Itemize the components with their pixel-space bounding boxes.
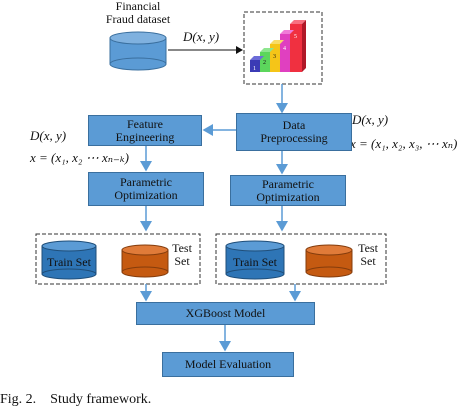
right-train-cylinder-icon: [225, 240, 285, 280]
model-evaluation-box: Model Evaluation: [162, 352, 294, 377]
right-test-label-line1: Test: [358, 241, 378, 255]
left-test-label-line2: Set: [174, 254, 190, 268]
right-test-label-line2: Set: [360, 254, 376, 268]
feature-engineering-box: Feature Engineering: [88, 115, 202, 146]
bar-label-4: 4: [283, 46, 286, 52]
figure-caption: Fig. 2. Study framework.: [0, 392, 152, 407]
right-test-set-label: Test Set: [354, 242, 382, 268]
left-test-set-label: Test Set: [168, 242, 196, 268]
dataset-cylinder-icon: [109, 31, 167, 71]
bar-label-5: 5: [294, 34, 297, 40]
parametric-optimization-left-box: Parametric Optimization: [88, 172, 204, 206]
bar-label-2: 2: [263, 60, 266, 66]
top-arrow-label: D(x, y): [183, 29, 220, 44]
left-test-label-line1: Test: [172, 241, 192, 255]
bar-label-3: 3: [273, 54, 276, 60]
dataset-title-line1: Financial: [115, 0, 161, 13]
right-train-set-label: Train Set: [233, 255, 277, 269]
left-set-group: [35, 233, 201, 285]
left-train-set-label: Train Set: [47, 255, 91, 269]
bar-chart-icon: 1 2 3 4 5: [250, 20, 306, 72]
chart-frame: [243, 11, 323, 85]
right-test-cylinder-icon: [305, 244, 353, 278]
left-train-cylinder-icon: [41, 240, 97, 280]
parametric-optimization-right-box: Parametric Optimization: [230, 175, 346, 206]
dataset-title: Financial Fraud dataset: [90, 0, 186, 26]
dataset-title-line2: Fraud dataset: [105, 12, 171, 26]
left-test-cylinder-icon: [121, 244, 169, 278]
right-math-line1: D(x, y): [352, 112, 389, 127]
data-preprocessing-box: Data Preprocessing: [236, 113, 352, 151]
left-math-line2: x = (x₁, x₂ ⋯ xₙ₋ₖ): [30, 150, 129, 165]
xgboost-model-box: XGBoost Model: [136, 302, 315, 325]
left-math-line1: D(x, y): [30, 128, 67, 143]
bar-label-1: 1: [253, 66, 256, 72]
right-set-group: [215, 233, 387, 285]
right-math-line2: x = (x₁, x₂, x₃, ⋯ xₙ): [350, 136, 458, 151]
